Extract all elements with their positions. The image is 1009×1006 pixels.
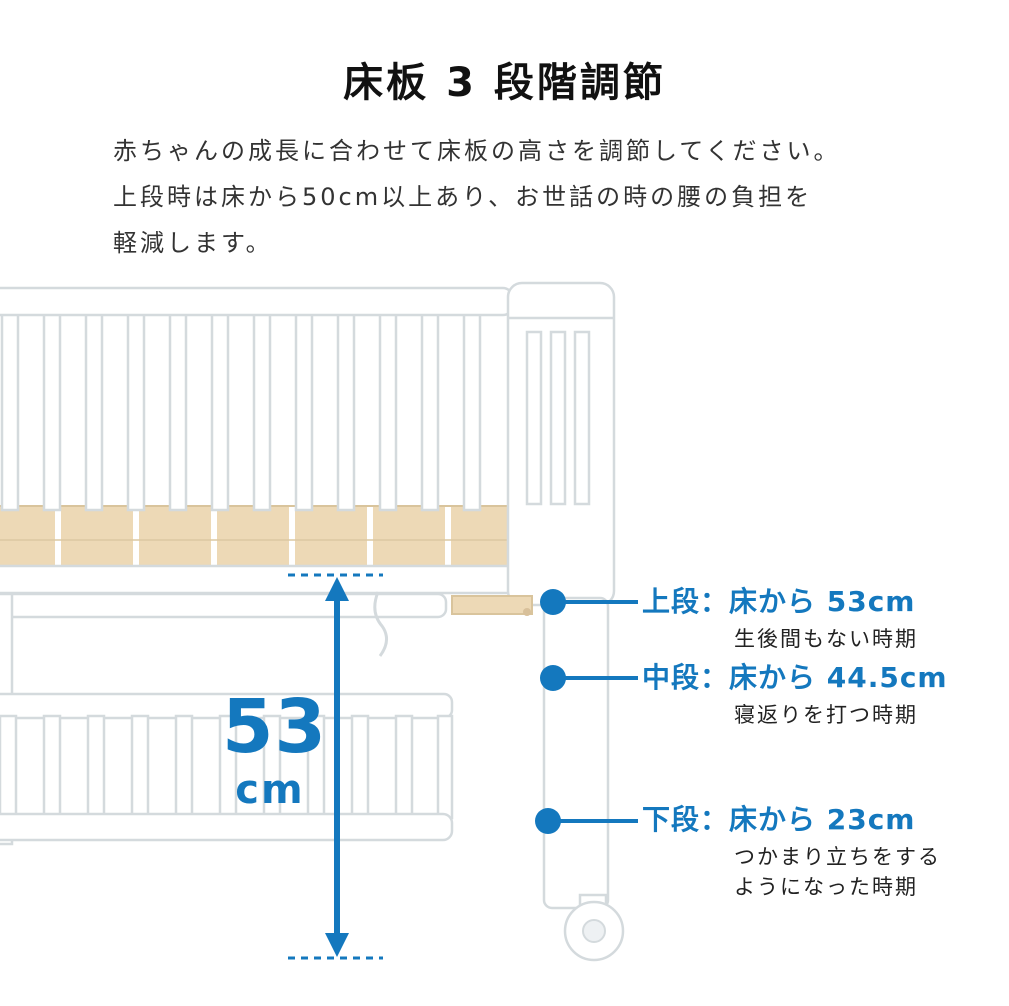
upper-top-rail — [0, 286, 514, 317]
description-line: 赤ちゃんの成長に合わせて床板の高さを調節してください。 — [113, 137, 841, 165]
description: 赤ちゃんの成長に合わせて床板の高さを調節してください。 上段時は床から50cm以… — [113, 128, 841, 266]
measurement-arrow — [288, 573, 383, 960]
measurement-value: 53 — [222, 684, 327, 770]
level-title: 下段：床から 23cm — [642, 803, 916, 836]
mid-level-wood-edge — [451, 595, 533, 615]
description-line: 上段時は床から50cm以上あり、お世話の時の腰の負担を — [113, 183, 813, 211]
arrowhead-up — [325, 577, 349, 601]
level-title: 上段：床から 53cm — [642, 585, 916, 618]
level-label-middle: 中段：床から 44.5cm 寝返りを打つ時期 — [642, 661, 952, 730]
level-markers — [535, 589, 638, 834]
level-label-bottom: 下段：床から 23cm つかまり立ちをする ようになった時期 — [642, 803, 952, 902]
description-line: 軽減します。 — [113, 229, 273, 257]
arrowhead-down — [325, 933, 349, 957]
strap-cord — [373, 591, 388, 657]
page-title: 床板 3 段階調節 — [343, 60, 666, 106]
upper-rail-slats — [0, 310, 482, 512]
headboard — [451, 281, 616, 644]
level-dot-bottom — [535, 808, 561, 834]
level-subtitle: 生後間もない時期 — [734, 627, 918, 651]
level-subtitle: つかまり立ちをする ようになった時期 — [734, 845, 941, 899]
level-dot-top — [540, 589, 566, 615]
level-subtitle: 寝返りを打つ時期 — [734, 703, 918, 727]
level-dot-middle — [540, 665, 566, 691]
level-label-top: 上段：床から 53cm 生後間もない時期 — [642, 585, 952, 654]
measurement-unit: cm — [235, 767, 305, 813]
right-leg — [542, 596, 625, 962]
wood-floor-board — [0, 505, 543, 569]
measurement-label: 53 cm — [222, 684, 327, 813]
upper-bottom-rail — [0, 564, 542, 595]
level-title: 中段：床から 44.5cm — [642, 661, 948, 694]
